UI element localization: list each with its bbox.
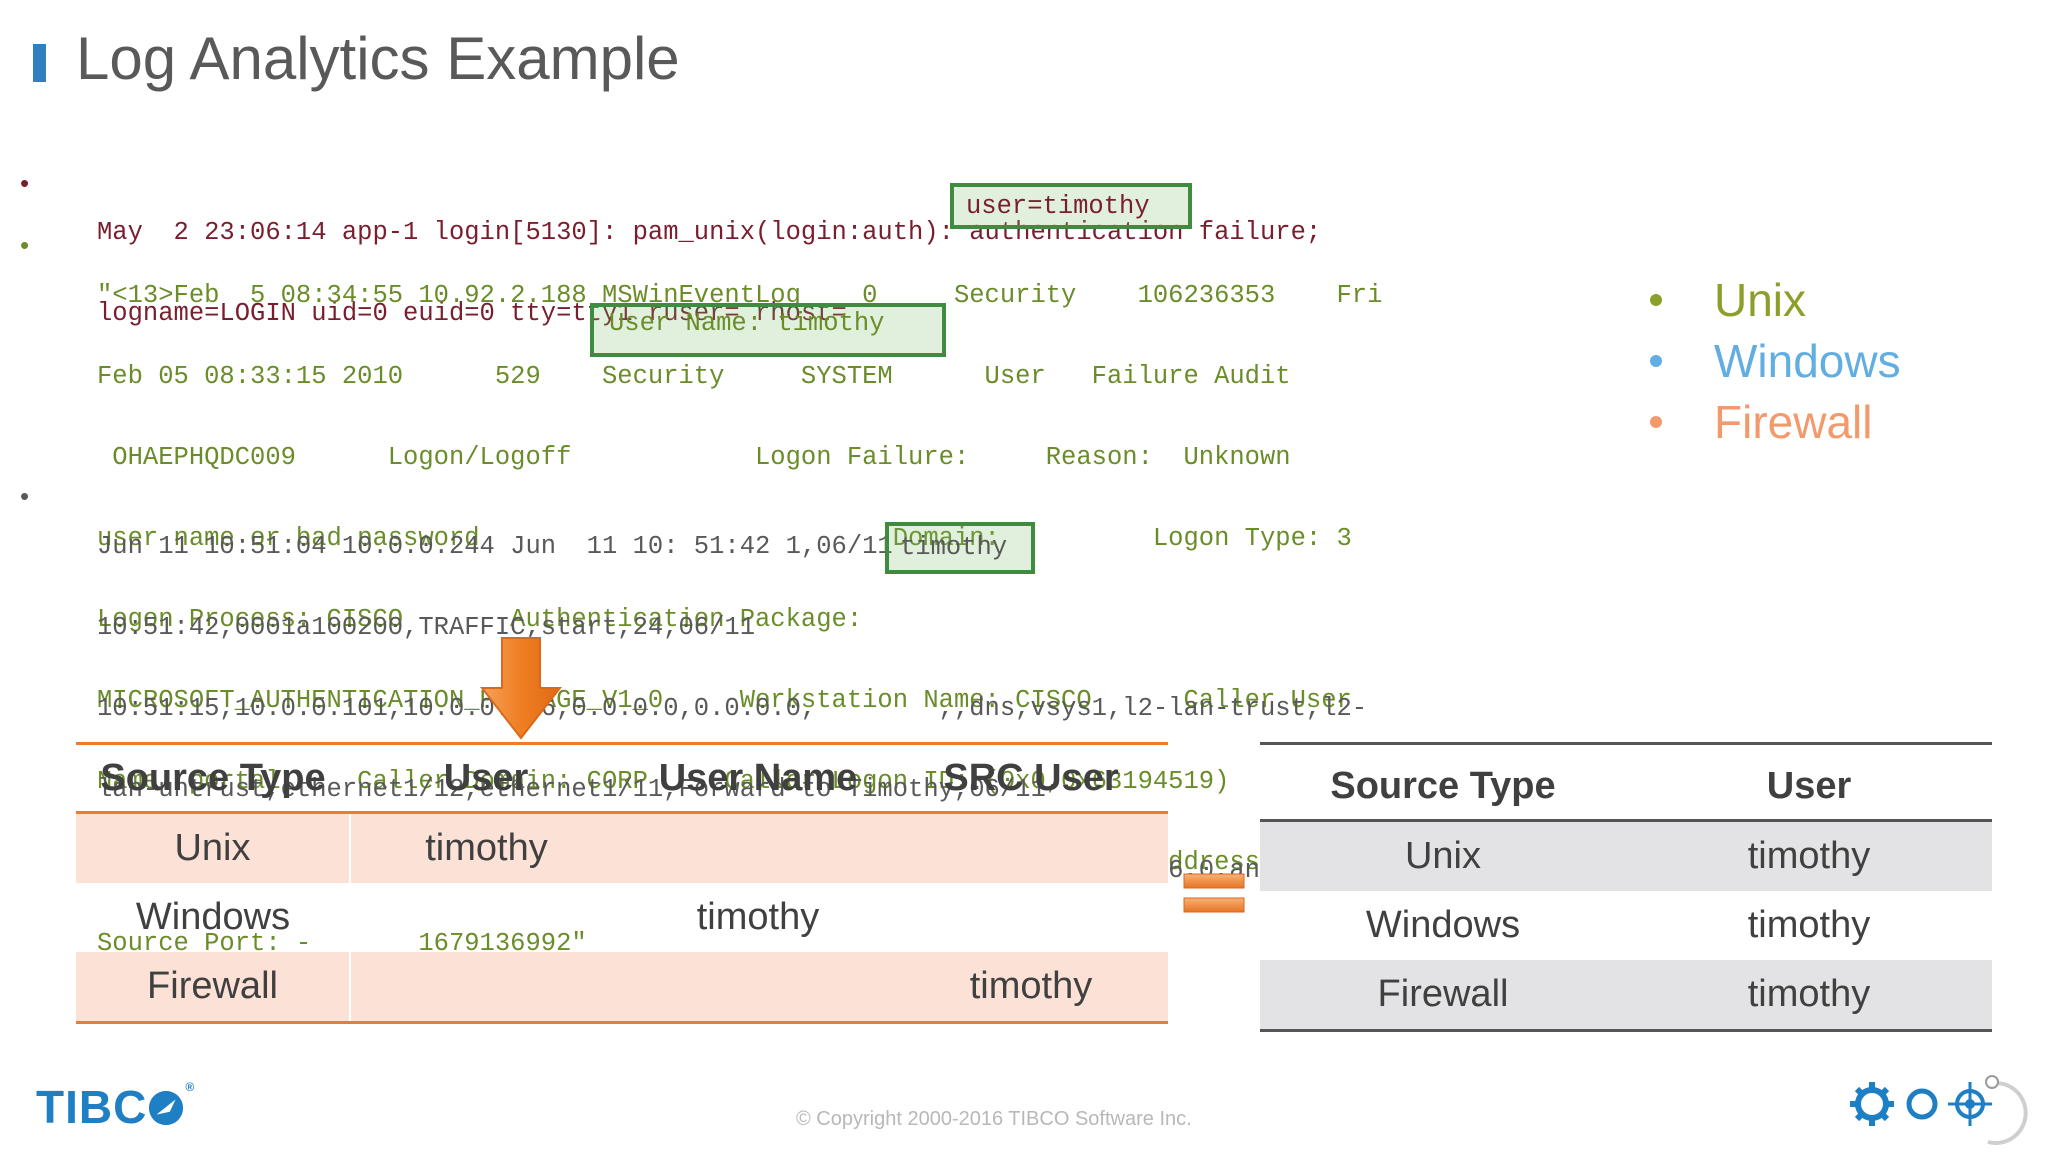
bullet-unix: • [20,168,30,198]
table-cell: Windows [1365,904,1521,946]
title-accent-bar [33,44,46,82]
legend-label: Unix [1714,274,1807,326]
slide-title: Log Analytics Example [76,25,680,92]
table-header-row: Source Type User [1260,742,1992,822]
table-cell [350,952,622,1024]
table-cell: Firewall [1260,960,1626,1032]
highlight-firewall-user [885,522,1035,574]
tibco-logo: TIBC ® [36,1080,195,1134]
logo-o-icon [149,1090,184,1126]
table-cell [622,812,894,883]
normalized-table: Source Type User Unix timothy Windows ti… [1260,742,1992,1032]
target-icon [1948,1082,1992,1126]
refresh-icon [1906,1088,1938,1120]
log-line: OHAEPHQDC009 Logon/Logoff Logon Failure:… [97,443,1291,472]
table-header-row: Source Type User User Name SRC User [76,742,1168,814]
log-line: MICROSOFT_AUTHENTICATION_PACKAGE_V1_0 Wo… [97,686,1352,715]
column-header: User Name [622,742,894,814]
table-cell: Firewall [76,952,351,1024]
footer-icons [1850,1075,2028,1145]
legend-label: Windows [1714,335,1901,387]
legend-dot [1650,416,1662,428]
table-row: Unix timothy [1260,820,1992,891]
highlight-unix-user [950,183,1192,229]
gear-icon [1850,1082,1894,1126]
log-line: May 2 23:06:14 app-1 login[5130]: pam_un… [97,218,1322,247]
equals-icon [1183,873,1245,913]
column-header: User [350,742,622,814]
table-cell: Unix [76,812,351,883]
column-header: Source Type [1260,742,1626,822]
raw-fields-table: Source Type User User Name SRC User Unix… [76,742,1168,1024]
table-cell: timothy [1747,904,1871,946]
table-row: Windows timothy [1260,891,1992,960]
table-row: Windows timothy [76,883,1168,952]
table-cell: timothy [696,896,820,938]
bullet-firewall: • [20,481,30,511]
registered-mark: ® [185,1080,196,1094]
log-line: 10:51:42,0001a100200,TRAFFIC,start,24,06… [97,613,756,642]
table-cell: timothy [894,952,1168,1024]
highlight-windows-user [590,303,946,357]
legend-dot [1650,355,1662,367]
table-row: Unix timothy [76,812,1168,883]
copyright-text: © Copyright 2000-2016 TIBCO Software Inc… [796,1108,1192,1130]
table-cell: timothy [1626,960,1992,1032]
highlight-unix-text: user=timothy [966,192,1150,221]
log-line: Jun 11 10:51:04 10.0.0.244 Jun 11 10: 51… [97,532,893,561]
log-line: Logon Process: CISCO Authentication Pack… [97,605,863,634]
table-cell [894,812,1168,883]
table-cell [622,952,894,1024]
column-header: SRC User [894,742,1168,814]
orbit-icon [1985,1075,2028,1145]
table-cell: Windows [135,896,291,938]
log-line: Feb 05 08:33:15 2010 529 Security SYSTEM… [97,362,1291,391]
log-line: user name or bad password Domain: Logon … [97,524,1352,553]
log-line: 10:51:15,10.0.0.101,10.0.0.246,0.0.0.0,0… [97,694,1368,723]
logo-text: TIBC [36,1081,148,1133]
table-cell: timothy [1626,820,1992,891]
table-cell [350,883,622,952]
down-arrow-icon [480,637,562,740]
legend-label: Firewall [1714,396,1873,448]
table-row: Firewall timothy [76,952,1168,1024]
column-header: User [1626,742,1992,822]
table-cell: timothy [350,812,622,883]
table-cell: Unix [1260,820,1626,891]
highlight-firewall-text: timothy [900,533,1008,562]
table-cell [894,883,1168,952]
table-row: Firewall timothy [1260,960,1992,1032]
column-header: Source Type [76,742,350,814]
bullet-windows: • [20,230,30,260]
legend-dot [1650,294,1662,306]
highlight-windows-text: User Name: timothy [609,309,885,338]
